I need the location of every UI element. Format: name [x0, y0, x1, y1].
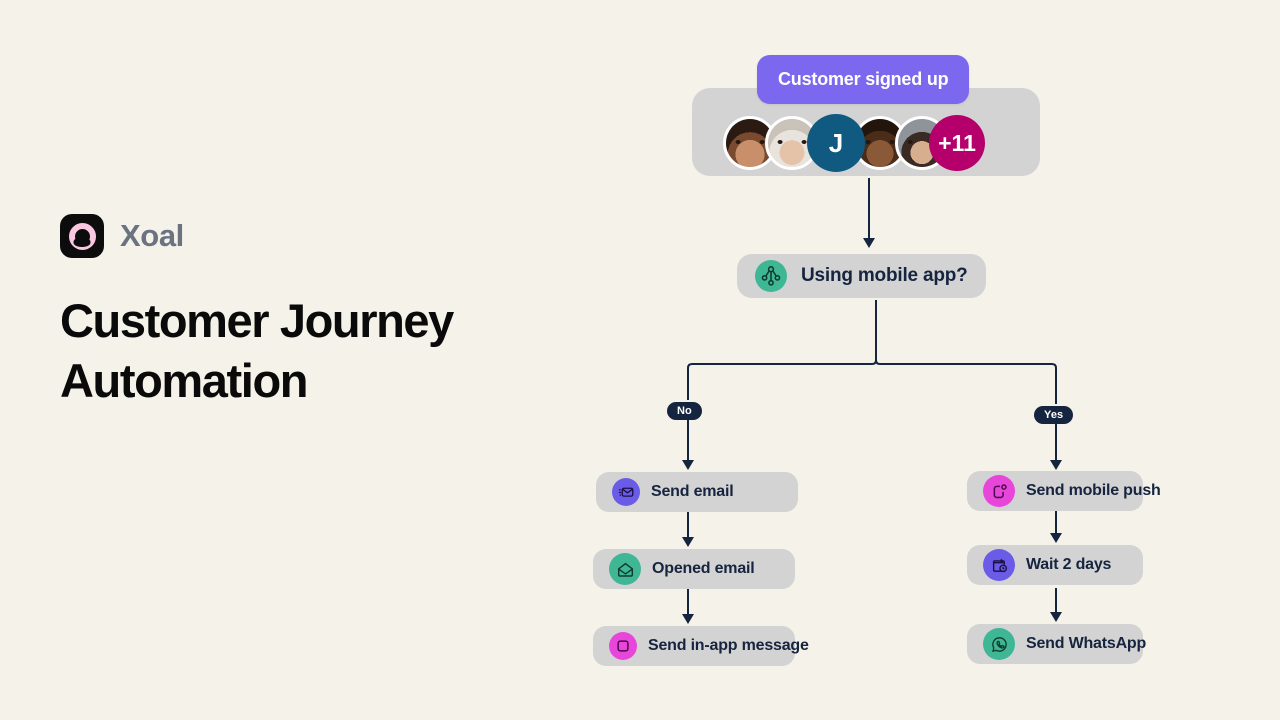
- whatsapp-icon: [983, 628, 1015, 660]
- calendar-wait-icon: [983, 549, 1015, 581]
- node-opened-email[interactable]: Opened email: [593, 549, 795, 589]
- email-send-icon: [612, 478, 640, 506]
- mobile-push-icon: [983, 475, 1015, 507]
- xoal-logo-icon: [60, 214, 104, 258]
- node-send-in-app-message[interactable]: Send in-app message: [593, 626, 809, 666]
- branch-badge-yes[interactable]: Yes: [1034, 406, 1074, 424]
- node-label: Using mobile app?: [801, 265, 968, 286]
- node-label: Wait 2 days: [1026, 556, 1112, 573]
- trigger-label-chip[interactable]: Customer signed up: [757, 55, 970, 104]
- node-send-whatsapp[interactable]: Send WhatsApp: [967, 624, 1147, 664]
- avatar: [765, 116, 819, 170]
- node-label: Send email: [651, 483, 734, 500]
- branch-badge-no[interactable]: No: [667, 402, 702, 420]
- node-send-mobile-push[interactable]: Send mobile push: [967, 471, 1161, 511]
- brand-name: Xoal: [120, 218, 184, 253]
- avatar-initial: J: [807, 114, 865, 172]
- audience-avatar-group[interactable]: J +11: [723, 114, 985, 172]
- branch-network-icon: [755, 260, 787, 292]
- email-opened-icon: [609, 553, 641, 585]
- brand-lockup: Xoal: [60, 214, 184, 258]
- logo-ring-shape: [68, 222, 96, 250]
- node-send-email[interactable]: Send email: [596, 472, 798, 512]
- node-label: Send in-app message: [648, 637, 809, 654]
- node-wait-2-days[interactable]: Wait 2 days: [967, 545, 1143, 585]
- node-label: Send mobile push: [1026, 482, 1161, 499]
- page-title: Customer Journey Automation: [60, 294, 454, 408]
- node-decision-using-mobile-app[interactable]: Using mobile app?: [737, 254, 986, 298]
- avatar-overflow-count[interactable]: +11: [929, 115, 985, 171]
- node-label: Send WhatsApp: [1026, 635, 1147, 652]
- in-app-message-icon: [609, 632, 637, 660]
- node-label: Opened email: [652, 560, 755, 577]
